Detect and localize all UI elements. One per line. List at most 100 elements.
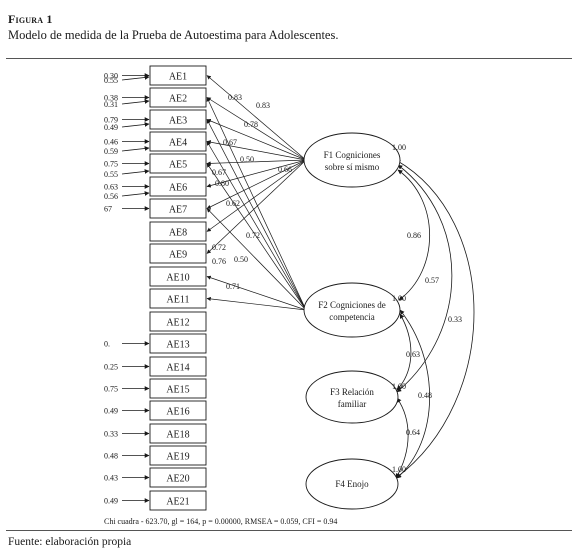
correlation-label: 0.86 [407,231,421,240]
error-arrow [121,122,150,128]
loading-path [206,296,307,311]
factor-label: familiar [338,399,367,409]
loading-label: 0.66 [278,165,292,174]
factor-ellipse [303,132,401,188]
item-label: AE14 [166,363,189,374]
item-box [149,198,207,219]
factor-variance-label: 1.00 [392,382,406,391]
loading-label: 0.50 [240,155,254,164]
item-box [149,176,207,197]
correlation-curve [395,397,409,479]
loading-path [206,119,307,311]
item-box [149,333,207,354]
item-label: AE10 [166,273,189,284]
loading-label: 0.80 [215,179,229,188]
loading-path [206,163,307,311]
loading-path [206,208,307,311]
item-label: AE6 [169,183,187,194]
error-variance-label: 0.46 [104,138,118,147]
error-arrow [121,75,150,81]
item-label: AE18 [166,430,189,441]
error-variance-label: 0.30 [104,72,118,81]
error-arrow [121,191,150,197]
item-box [149,87,207,108]
factor-variance-label: 1.00 [392,143,406,152]
loading-path [206,275,307,311]
item-label: AE16 [166,407,189,418]
item-label: AE5 [169,160,187,171]
loading-label: 0.76 [212,257,226,266]
figure-source: Fuente: elaboración propia [8,536,132,548]
correlation-label: 0.33 [448,315,462,324]
error-variance-label: 0.55 [104,76,118,85]
loading-path [206,159,307,188]
loading-path [206,97,307,311]
item-box [149,356,207,377]
error-variance-label: 0.56 [104,192,118,201]
item-box [149,65,207,86]
factor-label: F3 Relación [330,387,374,397]
error-variance-label: 0.31 [104,100,118,109]
item-box [149,490,207,511]
item-box [149,243,207,264]
item-box [149,131,207,152]
item-box [149,423,207,444]
loading-path [206,159,307,254]
correlation-label: 0.63 [406,350,420,359]
error-variance-label: 0.55 [104,170,118,179]
error-variance-label: 0.79 [104,116,118,125]
factor-ellipse [305,370,399,424]
item-box [149,311,207,332]
item-box [149,109,207,130]
error-variance-label: 0.75 [104,385,118,394]
error-variance-label: 0.59 [104,147,118,156]
item-label: AE3 [169,116,187,127]
factor-variance-label: 1.00 [392,465,406,474]
error-variance-label: 67 [104,205,112,214]
factor-label: sobre sí mismo [325,162,380,172]
loading-label: 0.67 [223,138,237,147]
bottom-rule [6,530,572,531]
loading-path [206,118,307,161]
error-variance-label: 0.63 [104,183,118,192]
item-label: AE8 [169,228,187,239]
item-label: AE1 [169,72,187,83]
item-box [149,467,207,488]
item-box [149,288,207,309]
loading-label: 0.62 [226,199,240,208]
fit-statistics: Chi cuadra - 623.70, gl = 164, p = 0.000… [104,517,337,526]
item-label: AE21 [166,497,189,508]
loading-label: 0.72 [246,231,260,240]
error-variance-label: 0.38 [104,94,118,103]
error-variance-label: 0.48 [104,452,118,461]
loading-path [206,140,307,161]
error-arrow [121,99,150,105]
item-box [149,400,207,421]
correlation-curve [396,164,453,393]
item-box [149,153,207,174]
item-box [149,221,207,242]
error-variance-label: 0.49 [104,123,118,132]
loading-label: 0.83 [228,93,242,102]
loading-path [206,159,307,166]
loading-label: 0.71 [226,282,240,291]
figure-caption: Modelo de medida de la Prueba de Autoest… [8,28,339,42]
error-variance-label: 0.49 [104,407,118,416]
loading-label: 0.50 [234,255,248,264]
error-variance-label: 0. [104,340,110,349]
factor-label: F1 Cogniciones [324,150,381,160]
loading-label: 0.78 [244,120,258,129]
error-variance-label: 0.25 [104,363,118,372]
error-variance-label: 0.75 [104,160,118,169]
loading-path [206,97,307,161]
factor-label: competencia [329,312,374,322]
item-label: AE11 [167,295,190,306]
item-label: AE9 [169,250,187,261]
loading-label: 0.83 [256,101,270,110]
loading-path [206,75,307,161]
error-variance-label: 0.33 [104,430,118,439]
figure-label: Figura 1 [8,12,53,26]
error-variance-label: 0.43 [104,474,118,483]
factor-ellipse [305,458,399,510]
